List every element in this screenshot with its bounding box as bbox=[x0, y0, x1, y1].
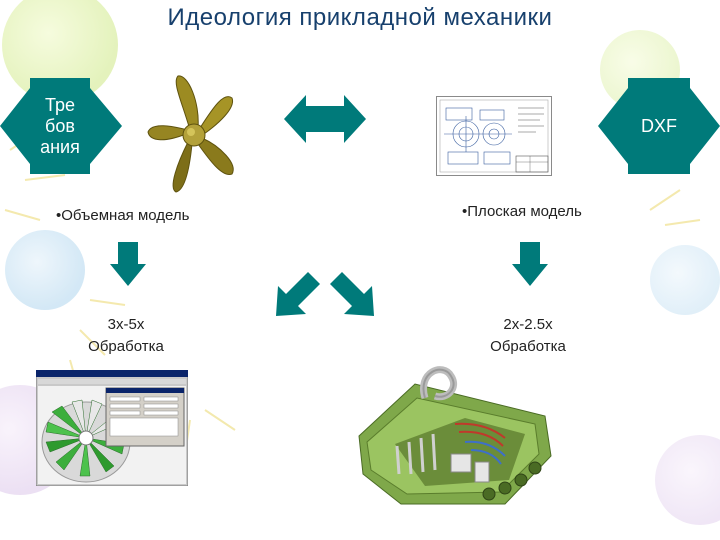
requirements-label: Тре бов ания bbox=[30, 78, 90, 174]
left-ratio-label: 3х-5х bbox=[107, 316, 145, 333]
left-processing-block: 3х-5х Обработка bbox=[76, 314, 176, 358]
cad-software-screenshot bbox=[36, 370, 188, 486]
right-processing-block: 2х-2.5х Обработка bbox=[478, 314, 578, 358]
right-down-arrow bbox=[512, 242, 548, 286]
dxf-double-arrow bbox=[598, 78, 720, 174]
diagonal-arrow-down-left bbox=[276, 272, 320, 316]
propeller-3d-model-image bbox=[147, 75, 234, 193]
left-down-arrow bbox=[110, 242, 146, 286]
flat-model-label: •Плоская модель bbox=[462, 203, 582, 220]
requirements-line-3: ания bbox=[40, 136, 80, 157]
right-processing-label: Обработка bbox=[490, 338, 566, 355]
exchange-double-arrow bbox=[284, 95, 366, 143]
dxf-label: DXF bbox=[641, 115, 677, 136]
technical-drawing-image bbox=[436, 96, 552, 176]
slide-title: Идеология прикладной механики bbox=[167, 4, 553, 31]
requirements-line-1: Тре bbox=[44, 94, 75, 115]
requirements-double-arrow bbox=[0, 78, 122, 174]
solid-model-label: •Объемная модель bbox=[56, 207, 190, 224]
requirements-line-2: бов bbox=[45, 115, 75, 136]
engine-cutaway-image bbox=[358, 366, 552, 505]
diagonal-arrow-down-right bbox=[330, 272, 374, 316]
left-processing-label: Обработка bbox=[88, 338, 164, 355]
right-ratio-label: 2х-2.5х bbox=[503, 316, 553, 333]
